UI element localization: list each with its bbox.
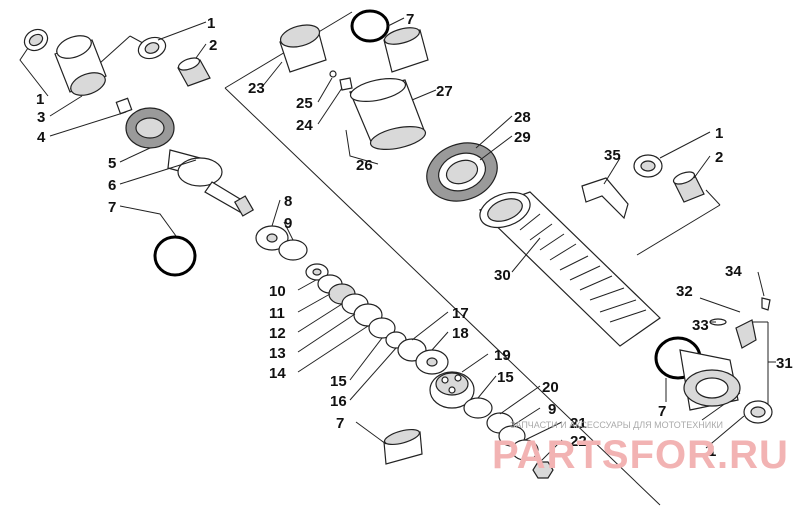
callout-11: 11: [269, 305, 285, 322]
callout-1-top: 1: [207, 15, 215, 32]
callout-4: 4: [37, 129, 46, 146]
callout-22: 22: [570, 433, 587, 450]
spring-clip: [581, 177, 629, 220]
callout-7-bottom: 7: [336, 415, 344, 432]
callout-numbers: 1 2 1 3 4 5 6 7 8 9 10 11 12 13 14 15 16…: [36, 11, 793, 460]
callout-20: 20: [542, 379, 559, 396]
piston-valve: [429, 371, 475, 409]
callout-7-left: 7: [108, 199, 116, 216]
frame-lines: [89, 11, 776, 506]
callout-32: 32: [676, 283, 693, 300]
callout-30: 30: [494, 267, 511, 284]
grease-fitting: [709, 297, 771, 349]
lower-eye: [679, 349, 741, 411]
watermark-logo: PARTSFOR.RU: [492, 433, 789, 477]
right-spacer: [672, 171, 705, 203]
callout-3: 3: [37, 109, 45, 126]
callout-1-right: 1: [715, 125, 723, 142]
lower-bushing: [743, 400, 773, 424]
callout-23: 23: [248, 80, 265, 97]
piston-rod: [167, 149, 255, 217]
top-band: [383, 27, 429, 73]
callout-2-top: 2: [209, 37, 217, 54]
callout-10: 10: [269, 283, 286, 300]
lower-band-7: [383, 428, 423, 465]
watermark: ЗАПЧАСТИ И АКСЕССУАРЫ ДЛЯ МОТОТЕХНИКИ PA…: [492, 420, 789, 477]
callout-26: 26: [356, 157, 373, 174]
valve-core: [329, 70, 353, 91]
callout-25: 25: [296, 95, 313, 112]
callout-9-lower: 9: [548, 401, 556, 418]
callout-27: 27: [436, 83, 453, 100]
callout-8: 8: [284, 193, 292, 210]
callout-28: 28: [514, 109, 531, 126]
callout-15-right: 15: [497, 369, 514, 386]
callout-29: 29: [514, 129, 531, 146]
callout-24: 24: [296, 117, 313, 134]
shock-body: [478, 191, 661, 347]
watermark-caption: ЗАПЧАСТИ И АКСЕССУАРЫ ДЛЯ МОТОТЕХНИКИ: [510, 420, 723, 430]
upper-washer-right: [137, 36, 167, 60]
callout-2-right: 2: [715, 149, 723, 166]
callout-13: 13: [269, 345, 286, 362]
upper-sleeve: [54, 35, 107, 96]
reservoir-cap: [279, 24, 327, 73]
callout-1-left: 1: [36, 91, 44, 108]
callout-5: 5: [108, 155, 116, 172]
o-ring-top: [350, 9, 390, 43]
callout-35: 35: [604, 147, 621, 164]
callout-15-left: 15: [330, 373, 347, 390]
preload-collars: [426, 142, 498, 202]
callout-6: 6: [108, 177, 116, 194]
o-ring-left: [153, 235, 197, 277]
callout-31: 31: [776, 355, 793, 372]
leader-lines: [19, 17, 765, 463]
callout-18: 18: [452, 325, 469, 342]
callout-1-bottom: 1: [708, 443, 716, 460]
callout-7-top: 7: [406, 11, 414, 28]
callout-34: 34: [725, 263, 742, 280]
callout-19: 19: [494, 347, 511, 364]
right-bushing: [633, 154, 663, 178]
callout-12: 12: [269, 325, 286, 342]
callout-33: 33: [692, 317, 709, 334]
rod-eye: [115, 97, 175, 149]
callout-7-right: 7: [658, 403, 666, 420]
upper-spacer-right: [177, 57, 211, 87]
callout-16: 16: [330, 393, 347, 410]
callout-17: 17: [452, 305, 469, 322]
callout-14: 14: [269, 365, 286, 382]
seal-rings: [349, 78, 427, 150]
callout-9: 9: [284, 215, 292, 232]
upper-bushing: [23, 28, 49, 52]
callout-21: 21: [570, 415, 587, 432]
